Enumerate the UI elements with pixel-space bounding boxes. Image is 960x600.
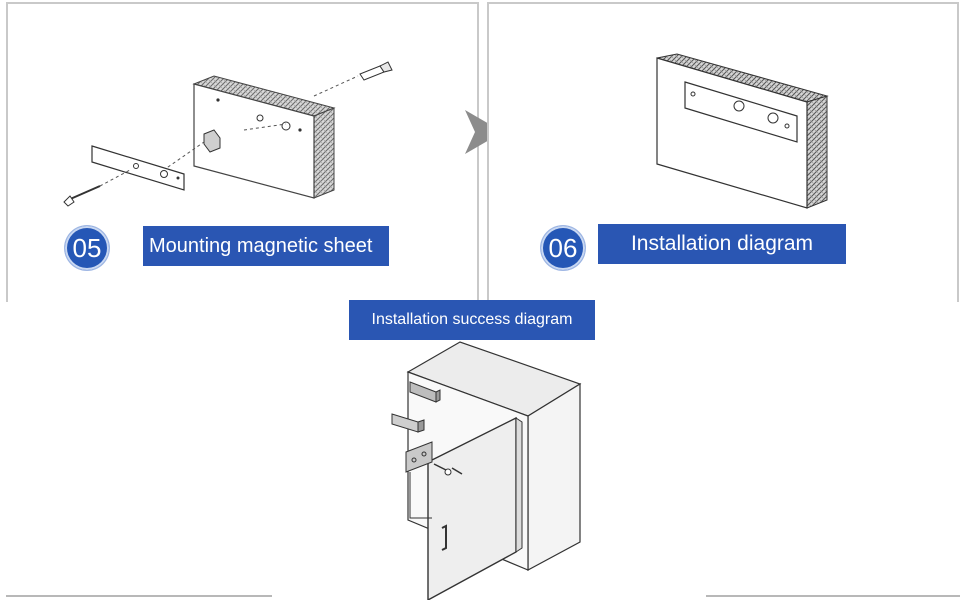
divider-line	[706, 595, 960, 597]
step-title: Mounting magnetic sheet	[143, 226, 389, 266]
cabinet-with-magnetic-lock-illustration	[391, 341, 582, 600]
step-panel-06: 06 Installation diagram	[487, 2, 959, 302]
step-number-badge: 06	[541, 226, 585, 270]
magnetic-sheet-mounting-illustration	[63, 61, 393, 207]
step-title: Installation diagram	[598, 224, 846, 264]
success-title: Installation success diagram	[349, 300, 595, 340]
step-number-badge: 05	[65, 226, 109, 270]
divider-line	[6, 595, 272, 597]
installed-sheet-illustration	[656, 53, 829, 209]
step-panel-05: 05 Mounting magnetic sheet	[6, 2, 479, 302]
next-step-arrow-icon	[465, 110, 503, 154]
